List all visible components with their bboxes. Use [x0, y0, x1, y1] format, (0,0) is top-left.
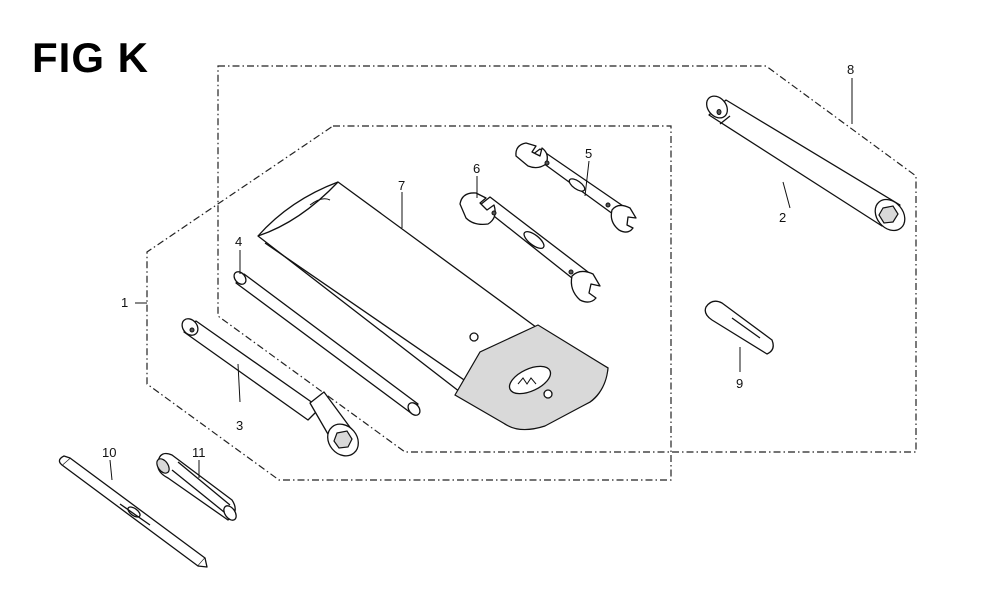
callout-3: 3	[236, 418, 243, 433]
inner-group-frame	[146, 125, 672, 481]
callout-2: 2	[779, 210, 786, 225]
figure-title: FIG K	[32, 34, 149, 81]
box-wrench-tube[interactable]	[702, 92, 910, 236]
callout-9: 9	[736, 376, 743, 391]
callout-8: 8	[847, 62, 854, 77]
plug-socket-wrench[interactable]	[179, 316, 365, 462]
callout-4: 4	[235, 234, 242, 249]
callout-5: 5	[585, 146, 592, 161]
leader-lines	[109, 78, 853, 481]
callout-6: 6	[473, 161, 480, 176]
handle-bar[interactable]	[232, 269, 423, 417]
flat-screwdriver-bit[interactable]	[704, 300, 774, 355]
callout-1: 1	[121, 295, 128, 310]
callout-10: 10	[102, 445, 116, 460]
wrench-large[interactable]	[459, 192, 601, 303]
tool-bag[interactable]	[257, 181, 609, 431]
callout-11: 11	[192, 445, 206, 460]
screwdriver-grip[interactable]	[154, 452, 238, 523]
callout-7: 7	[398, 178, 405, 193]
callout-labels: 1 2 3 4 5 6 7 8 9 10 11	[102, 62, 854, 460]
screwdriver-shaft[interactable]	[58, 455, 208, 568]
wrench-small[interactable]	[515, 142, 637, 233]
outer-group-frame	[217, 65, 917, 453]
